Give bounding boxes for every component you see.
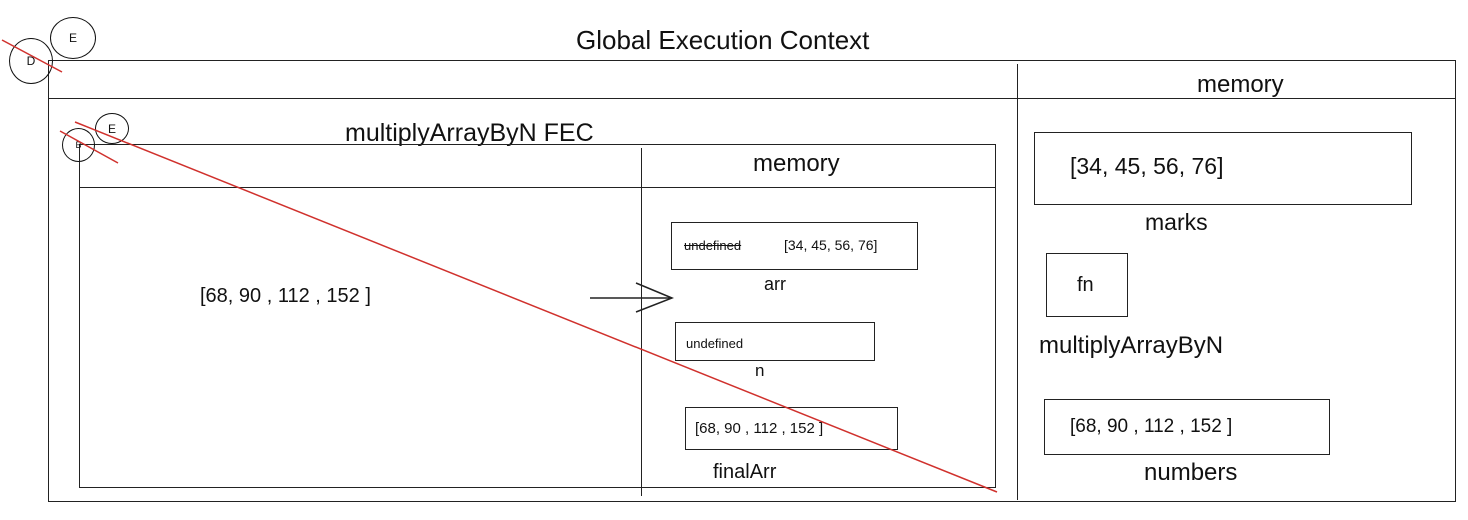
fec-memory-label: memory: [753, 150, 840, 177]
global-d-label: D: [26, 54, 36, 68]
global-var-fn-value: fn: [1077, 274, 1094, 296]
fec-divider: [641, 148, 642, 496]
global-ec-title: Global Execution Context: [576, 25, 870, 55]
global-var-marks-value: [34, 45, 56, 76]: [1070, 153, 1224, 179]
global-ec-divider: [1017, 64, 1018, 500]
global-var-fn-name: multiplyArrayByN: [1039, 332, 1224, 359]
fec-var-finalarr-name: finalArr: [713, 461, 777, 483]
fec-b-label: B: [75, 140, 82, 150]
global-e-label: E: [68, 31, 77, 45]
global-var-fn-box: fn: [1046, 253, 1128, 317]
fec-var-n-box: undefined: [675, 322, 875, 361]
fec-var-n-name: n: [755, 361, 765, 380]
global-ec-header-line: [48, 98, 1456, 99]
fec-var-arr-value: [34, 45, 56, 76]: [784, 237, 878, 253]
global-var-numbers-name: numbers: [1144, 459, 1238, 486]
fec-var-arr-name: arr: [764, 274, 786, 294]
fec-result: [68, 90 , 112 , 152 ]: [200, 285, 371, 307]
fec-e-label: E: [107, 121, 116, 136]
fec-var-arr-old-value: undefined: [684, 238, 742, 253]
fec-e-circle: E: [95, 113, 129, 144]
fec-var-finalarr-value: [68, 90 , 112 , 152 ]: [695, 420, 824, 437]
global-memory-label: memory: [1197, 71, 1284, 98]
fec-b-circle: B: [62, 128, 95, 162]
fec-var-arr-box: undefined [34, 45, 56, 76]: [671, 222, 918, 270]
global-e-circle: E: [50, 17, 96, 59]
fec-header-line: [79, 187, 996, 188]
global-d-circle: D: [9, 38, 53, 84]
global-var-numbers-box: [68, 90 , 112 , 152 ]: [1044, 399, 1330, 455]
global-var-marks-name: marks: [1145, 209, 1208, 235]
fec-var-finalarr-box: [68, 90 , 112 , 152 ]: [685, 407, 898, 450]
global-ec-box: [48, 60, 1456, 502]
fec-var-n-value: undefined: [686, 336, 744, 351]
global-var-numbers-value: [68, 90 , 112 , 152 ]: [1070, 416, 1233, 437]
global-var-marks-box: [34, 45, 56, 76]: [1034, 132, 1412, 205]
